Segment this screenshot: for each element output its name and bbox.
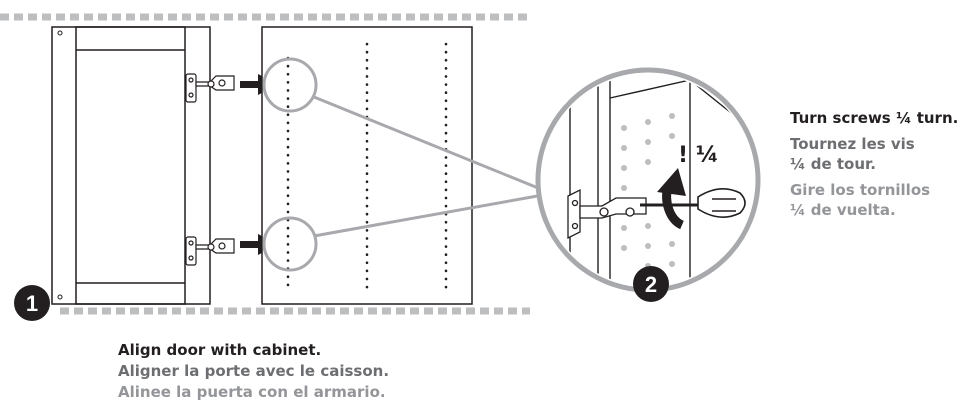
caption-en-line: Turn screws ¼ turn. — [790, 109, 959, 127]
caption-es: Gire los tornillos ¼ de vuelta. — [790, 180, 958, 220]
cabinet-door — [51, 26, 211, 305]
caption-fr-line1: Tournez les vis — [790, 135, 915, 153]
cabinet-side-panel — [261, 26, 473, 305]
caption-es-line2: ¼ de vuelta. — [790, 201, 896, 219]
screwdriver-icon — [640, 188, 746, 218]
caption-es-line1: Gire los tornillos — [790, 181, 931, 199]
caption-en: Align door with cabinet. — [118, 341, 322, 359]
step-2-caption: Turn screws ¼ turn. Tournez les vis ¼ de… — [790, 108, 958, 226]
step-2-badge — [633, 266, 669, 302]
caption-fr-line2: ¼ de tour. — [790, 155, 876, 173]
caption-fr: Aligner la porte avec le caisson. — [118, 362, 390, 380]
step-2-number: 2 — [645, 272, 657, 297]
hinge-closeup — [567, 188, 647, 240]
step-1-badge — [14, 285, 50, 321]
caption-es: Alinee la puerta con el armario. — [118, 383, 386, 401]
quarter-turn-callout: ! ¼ — [678, 143, 718, 168]
leader-line-top — [313, 95, 544, 192]
caption-fr: Tournez les vis ¼ de tour. — [790, 134, 958, 174]
detail-circle-top — [262, 57, 318, 113]
detail-circle-bottom — [262, 216, 318, 272]
leader-line-bottom — [313, 193, 544, 238]
rotate-arrow-icon — [657, 168, 686, 230]
hinge-icon — [185, 73, 235, 103]
step-1-caption: Align door with cabinet. Aligner la port… — [118, 340, 389, 403]
caption-en: Turn screws ¼ turn. — [790, 108, 958, 128]
hinge-icon — [185, 236, 235, 266]
magnifier-circle — [535, 67, 761, 293]
step-1-number: 1 — [26, 291, 38, 316]
